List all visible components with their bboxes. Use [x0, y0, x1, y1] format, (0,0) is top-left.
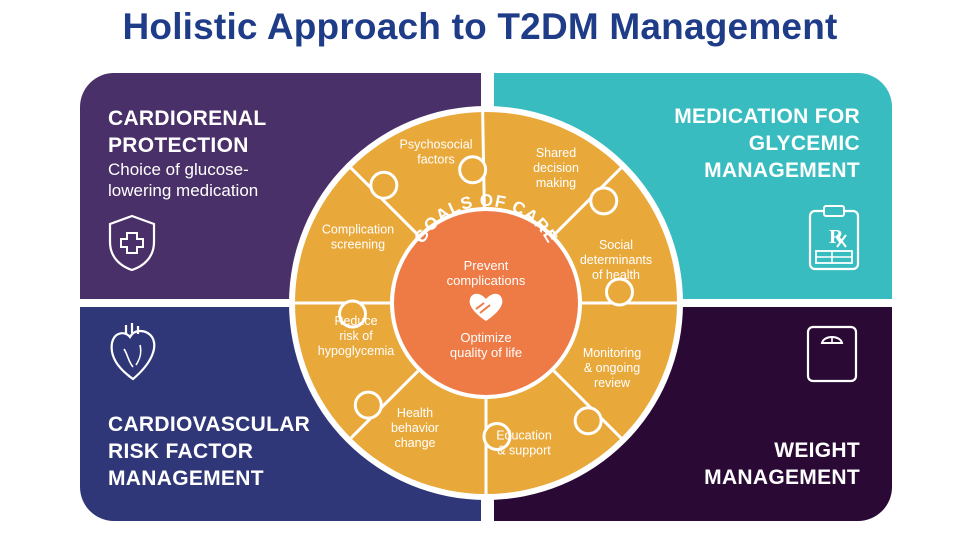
prevent-complications-line2: complications — [447, 273, 526, 288]
puzzle-divider — [552, 166, 623, 237]
optimize-quality-line2: quality of life — [450, 345, 522, 360]
heading-line: MEDICATION FOR — [674, 105, 860, 128]
puzzle-tab — [482, 422, 512, 451]
quadrant-subtitle: Choice of glucose- lowering medication — [108, 159, 266, 201]
heading-line: MANAGEMENT — [704, 466, 860, 489]
puzzle-tab — [589, 186, 619, 216]
heading-line: MANAGEMENT — [704, 159, 860, 182]
heading-line: CARDIOVASCULAR — [108, 413, 311, 436]
puzzle-divider — [349, 166, 420, 237]
puzzle-tab — [369, 170, 399, 200]
puzzle-piece-label: decision — [533, 161, 579, 175]
puzzle-divider — [481, 112, 486, 208]
puzzle-dividers — [295, 112, 677, 494]
heart-hands-icon — [469, 293, 503, 321]
puzzle-piece-label: Psychosocial — [400, 138, 473, 152]
puzzle-piece-label: Shared — [536, 146, 576, 160]
puzzle-piece-label: hypoglycemia — [318, 344, 394, 358]
subtitle-line: lowering medication — [108, 181, 259, 200]
optimize-quality-line1: Optimize — [460, 330, 511, 345]
puzzle-piece-label: behavior — [391, 421, 439, 435]
quadrant-heading: WEIGHT MANAGEMENT — [704, 437, 860, 491]
shield-cross-icon — [108, 214, 156, 272]
puzzle-piece-label: Health — [397, 406, 433, 420]
puzzle-piece-label: review — [594, 376, 631, 390]
heading-line: WEIGHT — [774, 439, 860, 462]
puzzle-piece-label: factors — [417, 153, 455, 167]
puzzle-piece-label: Complication — [322, 223, 394, 237]
puzzle-piece-label: & ongoing — [584, 361, 640, 375]
puzzle-tab — [605, 277, 634, 307]
subtitle-line: Choice of glucose- — [108, 160, 249, 179]
heading-line: RISK FACTOR — [108, 440, 254, 463]
heading-line: MANAGEMENT — [108, 467, 264, 490]
puzzle-divider — [349, 369, 420, 440]
puzzle-piece-label: Monitoring — [583, 346, 641, 360]
heading-line: GLYCEMIC — [748, 132, 860, 155]
puzzle-piece-label: Education — [496, 429, 552, 443]
heart-icon — [110, 323, 156, 381]
puzzle-piece-label: of health — [592, 268, 640, 282]
quadrant-heading: CARDIORENAL PROTECTION — [108, 105, 266, 159]
puzzle-tab — [458, 155, 488, 185]
quadrant-heading: CARDIOVASCULAR RISK FACTOR MANAGEMENT — [108, 411, 310, 492]
page-title: Holistic Approach to T2DM Management — [122, 6, 838, 47]
prescription-clipboard-icon: R — [808, 205, 860, 271]
puzzle-tab — [338, 299, 367, 329]
puzzle-tab — [573, 406, 603, 436]
puzzle-tab — [353, 390, 383, 420]
puzzle-piece-label: screening — [331, 238, 385, 252]
puzzle-piece-label: change — [394, 436, 435, 450]
puzzle-piece-label: Reduce — [334, 314, 377, 328]
puzzle-piece-label: risk of — [339, 329, 373, 343]
puzzle-tabs — [338, 155, 634, 451]
puzzle-piece-label: determinants — [580, 253, 652, 267]
heading-line: PROTECTION — [108, 134, 249, 157]
puzzle-divider — [552, 369, 623, 440]
quadrant-heading: MEDICATION FOR GLYCEMIC MANAGEMENT — [674, 103, 860, 184]
prevent-complications-line1: Prevent — [464, 258, 509, 273]
heading-line: CARDIORENAL — [108, 107, 267, 130]
puzzle-piece-label: Social — [599, 238, 633, 252]
puzzle-piece-label: making — [536, 176, 576, 190]
puzzle-piece-label: & support — [497, 444, 551, 458]
scale-icon — [806, 325, 858, 383]
